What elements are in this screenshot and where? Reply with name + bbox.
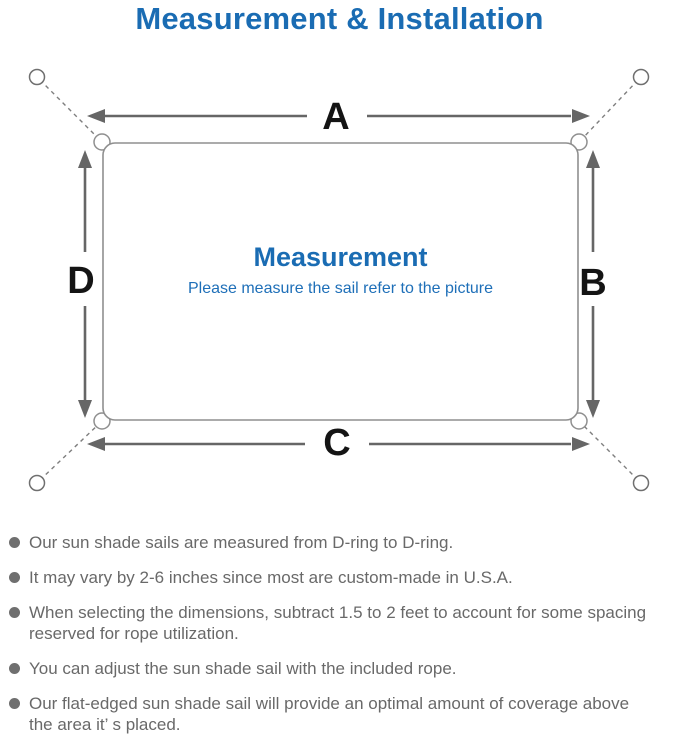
list-item: When selecting the dimensions, subtract …: [9, 602, 675, 644]
d-ring-icons: [93, 133, 588, 430]
dimension-label-c: C: [323, 422, 350, 464]
note-text: Our flat-edged sun shade sail will provi…: [29, 694, 630, 713]
anchor-point-icon-top-left: [28, 68, 46, 86]
notes-list: Our sun shade sails are measured from D-…: [9, 532, 675, 739]
rope-bottom-left: [39, 422, 101, 481]
bullet-icon: [9, 607, 20, 618]
arrow-a-left-head: [87, 109, 105, 123]
note-text: reserved for rope utilization.: [29, 624, 239, 643]
arrow-b-top-head: [586, 150, 600, 168]
list-item: Our sun shade sails are measured from D-…: [9, 532, 675, 553]
note-text: the area it’ s placed.: [29, 715, 181, 734]
dimension-label-d: D: [67, 260, 94, 302]
sail-center-subtitle: Please measure the sail refer to the pic…: [187, 280, 494, 297]
dimension-label-a: A: [322, 96, 349, 138]
arrow-c-left-head: [87, 437, 105, 451]
bullet-icon: [9, 663, 20, 674]
anchor-point-icon-top-right: [632, 68, 650, 86]
arrow-c-right-head: [572, 437, 590, 451]
arrow-a-right-head: [572, 109, 590, 123]
rope-top-left: [39, 79, 101, 141]
note-text: It may vary by 2-6 inches since most are…: [29, 568, 513, 587]
anchor-point-icon-bottom-left: [28, 474, 46, 492]
anchor-rope-lines: [39, 79, 639, 481]
sail-rectangle: [102, 142, 579, 421]
list-item: Our flat-edged sun shade sail will provi…: [9, 693, 675, 735]
sail-center-title: Measurement: [253, 242, 428, 272]
list-item: You can adjust the sun shade sail with t…: [9, 658, 675, 679]
note-text: You can adjust the sun shade sail with t…: [29, 659, 457, 678]
page-title: Measurement & Installation: [135, 1, 544, 36]
arrow-d-top-head: [78, 150, 92, 168]
anchor-point-icon-bottom-right: [632, 474, 650, 492]
list-item: It may vary by 2-6 inches since most are…: [9, 567, 675, 588]
arrow-d-bottom-head: [78, 400, 92, 418]
bullet-icon: [9, 572, 20, 583]
sail-center-text: Measurement Please measure the sail refe…: [103, 242, 578, 298]
measurement-arrows: [78, 109, 600, 451]
note-text: Our sun shade sails are measured from D-…: [29, 533, 454, 552]
rope-bottom-right: [580, 422, 639, 481]
dimension-label-b: B: [579, 262, 606, 304]
rope-top-right: [580, 79, 639, 141]
anchor-point-icons: [28, 68, 650, 492]
arrow-b-bottom-head: [586, 400, 600, 418]
bullet-icon: [9, 537, 20, 548]
note-text: When selecting the dimensions, subtract …: [29, 603, 647, 622]
bullet-icon: [9, 698, 20, 709]
